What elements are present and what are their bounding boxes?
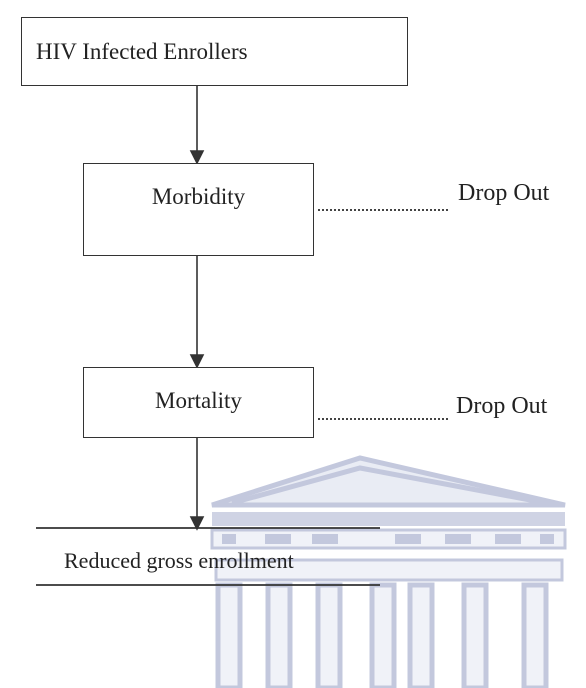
building-watermark-icon [210,455,567,688]
mortality-label: Mortality [155,388,242,413]
dropout-label-2: Drop Out [456,393,548,419]
outcome-label: Reduced gross enrollment [64,548,294,573]
arrowhead-3 [189,516,205,531]
arrowhead-1 [189,150,205,165]
mortality-box: Mortality [83,367,314,438]
morbidity-box: Morbidity [83,163,314,256]
enrollers-label: HIV Infected Enrollers [36,38,248,64]
morbidity-label: Morbidity [151,184,246,209]
arrowhead-2 [189,354,205,369]
dropout-label-1: Drop Out [458,180,550,206]
enrollers-box: HIV Infected Enrollers [21,17,408,86]
